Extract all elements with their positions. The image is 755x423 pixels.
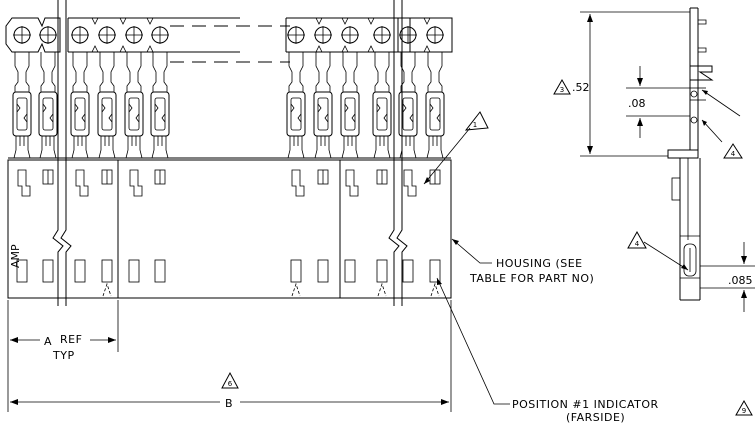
dimension-b-label: B [225,397,233,410]
callout-1: 1 [423,111,489,185]
contact [150,52,170,159]
dimension-b: B 6 [10,300,452,412]
pilot-hole-icon [426,26,444,44]
pilot-hole-icon [39,26,57,44]
dimension-a-label: A [44,335,52,348]
housing-cavity [154,169,166,283]
amp-mark: AMP [9,244,22,268]
pilot-hole-icon [98,26,116,44]
housing-cavity [101,169,113,297]
pilot-hole-icon [287,26,305,44]
pilot-hole-icon [341,26,359,44]
callout-4-upper: 4 [701,89,743,159]
pilot-hole-icon [314,26,332,44]
position-indicator-line1: POSITION #1 INDICATOR [512,398,659,411]
housing-cavity [402,169,417,283]
svg-text:4: 4 [731,150,736,158]
housing-cavity [344,169,359,283]
dimension-width: .085 [700,242,755,312]
housing-cavity [74,169,89,283]
break-line-left [52,0,72,306]
svg-text:6: 6 [228,380,233,388]
pilot-hole-icon [13,26,31,44]
housing-cavity [376,169,388,297]
callout-4-lower: 4 [627,230,689,271]
housing-body [7,157,452,299]
pilot-hole-icon [71,26,89,44]
svg-text:9: 9 [742,407,746,415]
contact [372,52,392,159]
housing-leader: HOUSING (SEE TABLE FOR PART NO) [451,238,594,285]
contact [97,52,117,159]
side-view: 3 .52 .08 4 4 [553,7,755,416]
housing-cavity [16,169,31,283]
svg-text:3: 3 [560,86,564,94]
housing-cavity [317,169,329,283]
housing-cavity [429,169,441,297]
position-indicator-leader: POSITION #1 INDICATOR (FARSIDE) [436,277,659,423]
housing-label-line2: TABLE FOR PART NO) [469,272,594,285]
dimension-pitch-value: .08 [628,97,646,110]
contact [124,52,144,159]
pilot-hole-icon [125,26,143,44]
carrier-strip [5,17,453,63]
dimension-pitch: .08 [626,66,690,138]
contact [340,52,360,159]
contact [70,52,90,159]
contact [38,52,58,159]
housing-cavity [42,169,54,283]
contact-row [12,52,445,159]
dimension-height-value: .52 [572,81,590,94]
contact [425,52,445,159]
dimension-a-typ: TYP [52,349,75,362]
position-indicator-line2: (FARSIDE) [566,411,625,423]
housing-cavity [128,169,143,283]
dimension-width-value: .085 [728,274,753,287]
front-view: AMP 1 HOUSING (SEE TABLE FOR PART NO) PO… [5,0,659,423]
svg-text:4: 4 [635,240,640,248]
dimension-height: 3 .52 [553,11,690,157]
pilot-hole-icon [373,26,391,44]
svg-text:1: 1 [473,121,477,129]
pilot-hole-icon [151,26,169,44]
contact [12,52,32,159]
contact [313,52,333,159]
dimension-a: A REF TYP [7,300,119,412]
contact [286,52,306,159]
callout-9: 9 [735,399,753,416]
break-line-right [388,0,408,306]
housing-cavity [290,169,305,297]
housing-label-line1: HOUSING (SEE [496,257,583,270]
dimension-a-ref: REF [60,333,82,346]
